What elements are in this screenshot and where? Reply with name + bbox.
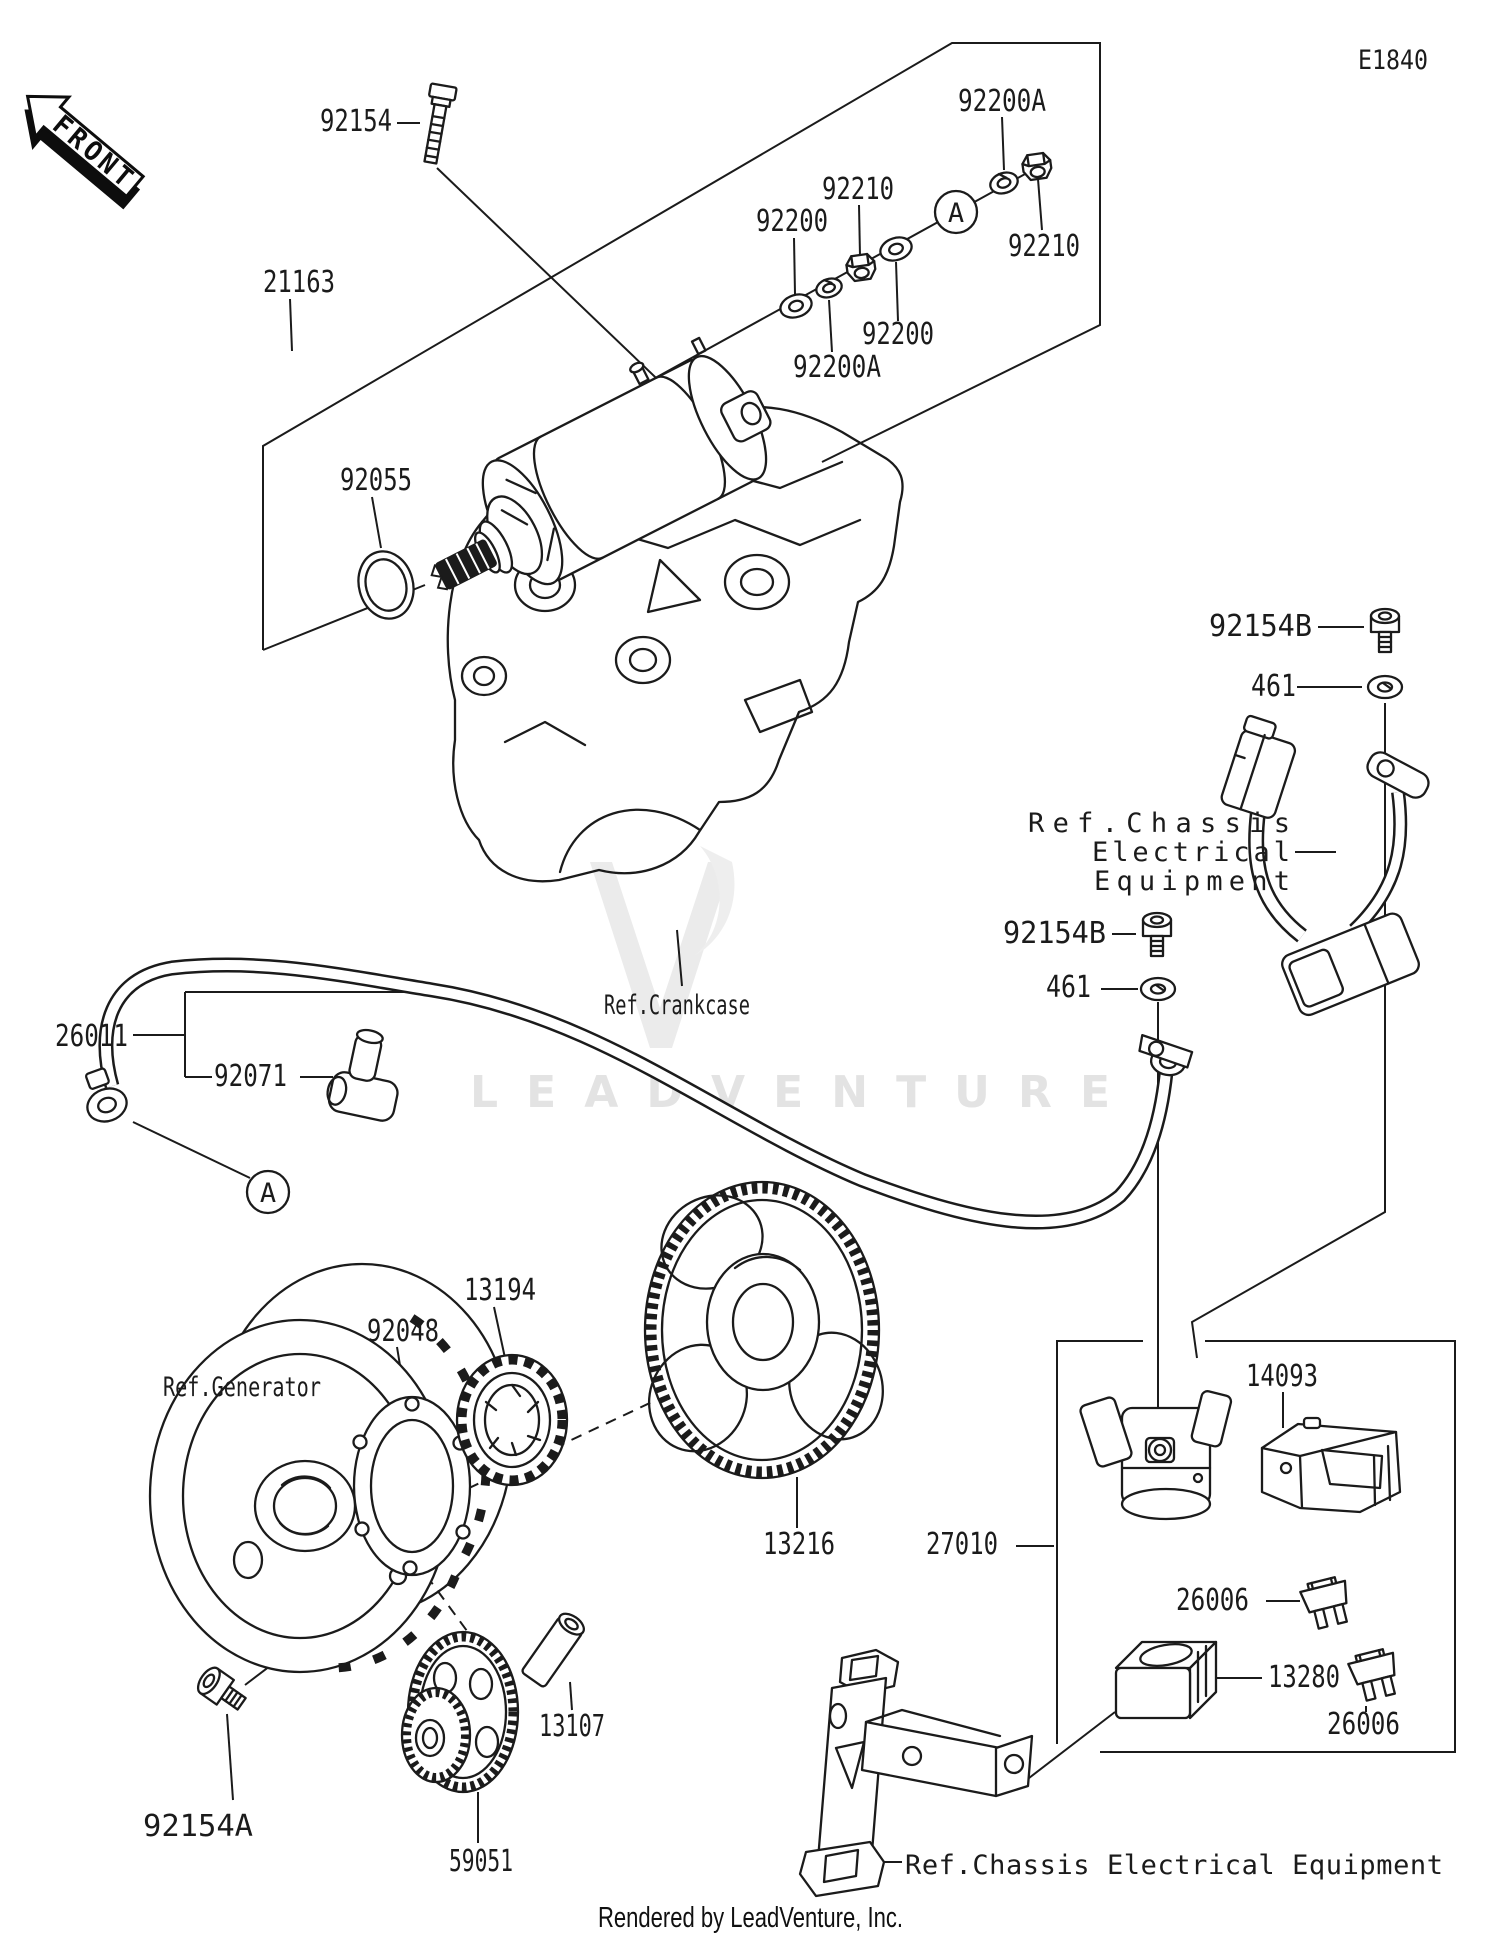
washer-461-2-drawing xyxy=(1139,976,1177,1002)
flat-washer-92200-mid xyxy=(879,236,913,262)
part-label-92210-right: 92210 xyxy=(1008,229,1080,264)
relay-cover-drawing xyxy=(1260,1416,1402,1514)
wire-lead-drawing xyxy=(1220,714,1430,1017)
part-label-14093: 14093 xyxy=(1246,1359,1318,1394)
flat-washer-92200-left xyxy=(779,293,813,319)
battery-cable-drawing: A xyxy=(84,957,1194,1230)
ref-chassis-right-line3: Equipment xyxy=(1094,866,1290,897)
part-label-13280: 13280 xyxy=(1268,1660,1340,1695)
diagram-code: E1840 xyxy=(1358,45,1428,76)
part-label-13107: 13107 xyxy=(539,1709,605,1744)
washer-461-1-drawing xyxy=(1366,674,1404,700)
part-label-92210-left: 92210 xyxy=(822,172,894,207)
spring-washer-92200a-top xyxy=(989,171,1019,195)
fuse-2-drawing xyxy=(1347,1648,1396,1702)
nut-92210-right xyxy=(1021,151,1053,182)
one-way-clutch-drawing xyxy=(455,1353,569,1487)
part-label-26006-mid: 26006 xyxy=(1176,1583,1249,1618)
bracket-drawing xyxy=(798,1648,1034,1898)
idle-gear-drawing xyxy=(400,1630,520,1794)
terminal-hardware-group: A xyxy=(779,151,1053,319)
ref-chassis-right-line1: Ref.Chassis xyxy=(1028,808,1290,839)
screw-92154b-2-drawing xyxy=(1141,911,1173,958)
part-label-26006-bottom: 26006 xyxy=(1327,1707,1400,1742)
part-label-92200a-top: 92200A xyxy=(958,84,1046,119)
starter-motor-drawing xyxy=(430,336,772,591)
part-label-92071: 92071 xyxy=(214,1059,287,1094)
part-label-26011: 26011 xyxy=(55,1019,128,1054)
part-label-92154b-1: 92154B xyxy=(1209,609,1312,644)
ref-chassis-right-line2: Electrical xyxy=(1092,837,1290,868)
part-label-59051: 59051 xyxy=(449,1844,513,1879)
part-label-92200-mid: 92200 xyxy=(862,317,934,352)
part-label-92154a: 92154A xyxy=(143,1809,253,1844)
part-label-92200a-bottom: 92200A xyxy=(793,350,881,385)
part-label-21163: 21163 xyxy=(263,265,335,300)
ref-crankcase-label: Ref.Crankcase xyxy=(604,990,750,1021)
part-label-27010: 27010 xyxy=(926,1527,998,1562)
watermark-text: LEADVENTURE xyxy=(470,1067,1110,1118)
nut-92210-left xyxy=(845,252,877,283)
ring-terminal-left xyxy=(84,1067,128,1123)
front-arrow: FRONT xyxy=(24,94,146,210)
ref-chassis-bottom-label: Ref.Chassis Electrical Equipment xyxy=(905,1850,1443,1881)
detail-a-letter-top: A xyxy=(948,198,964,229)
detail-a-letter-bottom: A xyxy=(260,1178,276,1209)
detail-a-circle-top: A xyxy=(933,189,979,235)
detail-a-circle-bottom: A xyxy=(245,1169,291,1215)
part-label-13216: 13216 xyxy=(763,1527,835,1562)
stator-plate-drawing xyxy=(352,1395,472,1577)
spring-washer-92200a-bottom xyxy=(815,277,843,299)
part-label-92154b-2: 92154B xyxy=(1003,916,1106,951)
ring-terminal-right xyxy=(1138,1033,1194,1077)
bolt-92154a-drawing xyxy=(196,1666,247,1711)
rendered-by-credit: Rendered by LeadVenture, Inc. xyxy=(598,1902,903,1934)
part-label-13194: 13194 xyxy=(464,1273,536,1308)
screw-92154b-1-drawing xyxy=(1369,607,1401,654)
starter-relay-drawing xyxy=(1079,1390,1233,1521)
part-label-92048: 92048 xyxy=(367,1314,439,1349)
bolt-92154-drawing xyxy=(423,82,458,165)
part-label-461-2: 461 xyxy=(1046,970,1091,1005)
fuse-1-drawing xyxy=(1299,1576,1348,1630)
relay-holder-drawing xyxy=(1114,1640,1218,1720)
starter-gear-drawing xyxy=(643,1180,884,1480)
ref-generator-label: Ref.Generator xyxy=(163,1372,321,1403)
o-ring-drawing xyxy=(357,550,415,620)
part-label-92154: 92154 xyxy=(320,104,392,139)
spacer-drawing xyxy=(521,1612,586,1688)
leadventure-logo-watermark xyxy=(590,846,735,1048)
assembly-boxes xyxy=(262,42,1456,1753)
part-label-461-1: 461 xyxy=(1251,669,1296,704)
part-label-92200-left: 92200 xyxy=(756,204,828,239)
terminal-boot-drawing xyxy=(326,1028,399,1122)
part-label-92055: 92055 xyxy=(340,463,412,498)
